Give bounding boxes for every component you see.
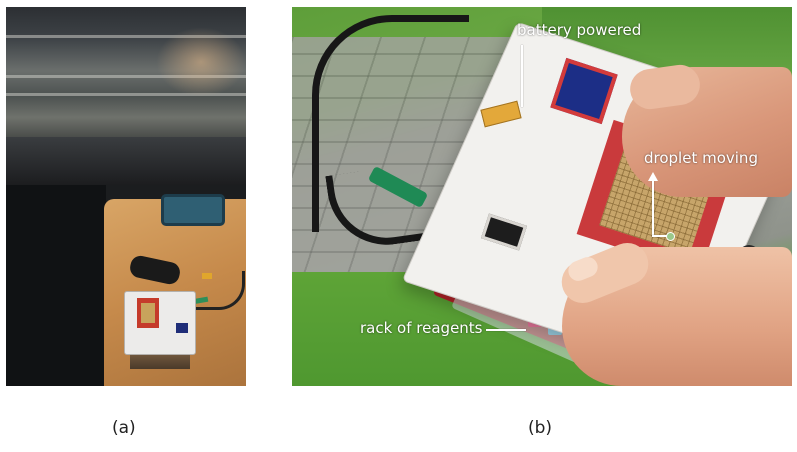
droplet-arrow-horizontal: [652, 235, 668, 237]
photo-panel-b: battery powered droplet moving rack of r…: [292, 7, 792, 386]
cable-loop: [312, 15, 469, 232]
battery-pointer-line: [521, 45, 523, 107]
device-screen: [176, 323, 188, 333]
table-latch: [161, 194, 225, 226]
cable: [180, 271, 245, 310]
photo-panel-a: [6, 7, 246, 386]
chip: [141, 303, 155, 323]
window-sill: [6, 137, 246, 185]
caption-b: (b): [528, 418, 553, 438]
droplet-arrow-head: [648, 172, 658, 181]
window-line: [6, 93, 246, 96]
window-line: [6, 75, 246, 78]
connector: [202, 273, 212, 279]
droplet-label: droplet moving: [644, 149, 758, 167]
droplet-arrow-vertical: [652, 179, 654, 237]
droplet: [666, 232, 675, 241]
dark-seat: [6, 185, 106, 386]
light-glare: [156, 27, 246, 97]
window-line: [6, 35, 246, 38]
rack-pointer-line: [486, 329, 526, 331]
rack-label: rack of reagents: [360, 319, 483, 337]
caption-a: (a): [112, 418, 136, 438]
battery-label: battery powered: [517, 21, 642, 39]
